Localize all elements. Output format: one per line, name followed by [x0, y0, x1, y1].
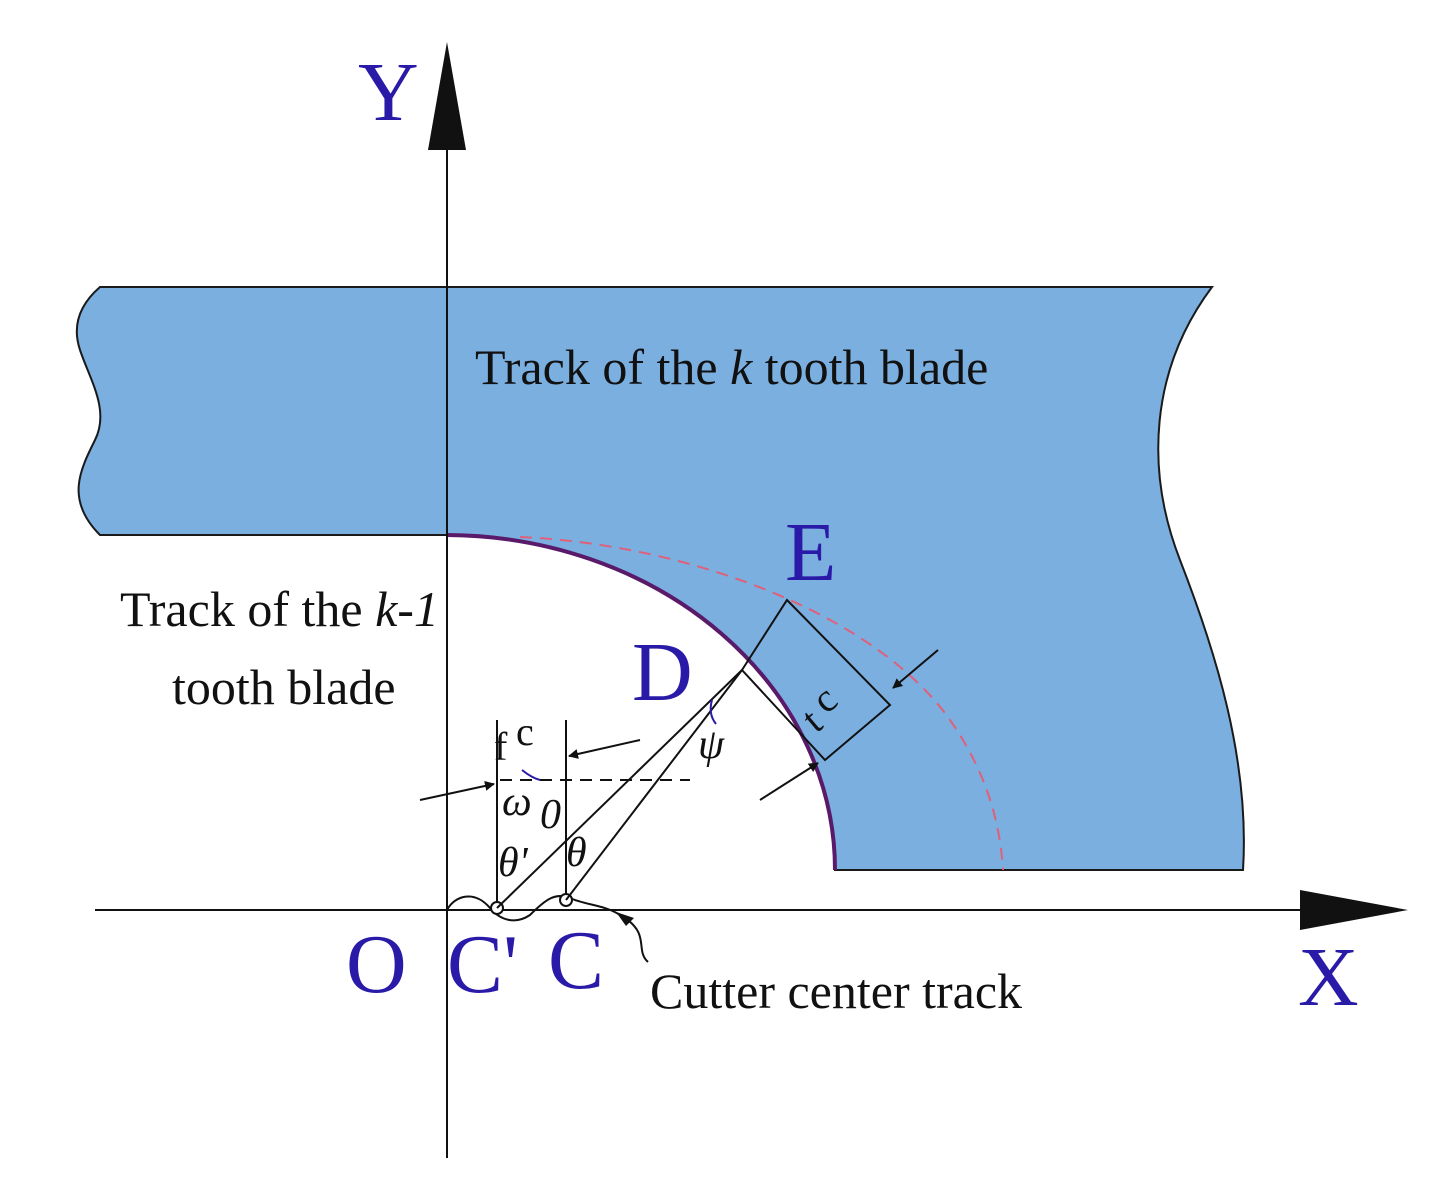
y-axis-label: Y: [358, 46, 419, 139]
k-track-label: Track of the k tooth blade: [475, 339, 988, 395]
omega-subscript: 0: [540, 792, 561, 838]
fc-subscript: c: [516, 709, 534, 754]
theta-prime-label: θ': [498, 840, 529, 886]
c-prime-to-d-line: [496, 669, 743, 909]
x-axis-label: X: [1298, 931, 1359, 1024]
fc-arrow-right: [568, 739, 641, 759]
k-1-track-label-line2: tooth blade: [172, 659, 396, 715]
theta-label: θ: [566, 830, 587, 876]
psi-angle-arc: [709, 699, 717, 725]
k-1-tooth-arc: [446, 533, 837, 871]
tc-arrow-upper: [892, 649, 939, 689]
omega-label: ω: [502, 779, 532, 825]
cutter-center-leader: [624, 917, 649, 963]
e-label: E: [785, 506, 836, 599]
y-axis-arrow: [428, 42, 466, 150]
c-label: C: [548, 914, 604, 1007]
d-label: D: [632, 626, 693, 719]
x-axis-arrow: [1300, 890, 1408, 930]
tc-box: [740, 598, 892, 762]
cutter-center-track-curve: [446, 895, 621, 922]
fc-label: f: [494, 724, 508, 769]
omega-angle-arc: [521, 769, 541, 781]
cutter-center-leader-arrow: [616, 912, 634, 926]
c-prime-label: C': [447, 918, 518, 1011]
k-1-track-label-line1: Track of the k-1: [120, 581, 439, 637]
tc-arrow-lower: [759, 762, 819, 801]
c-to-d-line: [565, 669, 743, 901]
fc-arrow-left: [419, 781, 495, 801]
origin-label: O: [346, 918, 407, 1011]
psi-label: ψ: [698, 722, 725, 768]
cutter-center-track-label: Cutter center track: [650, 963, 1022, 1019]
